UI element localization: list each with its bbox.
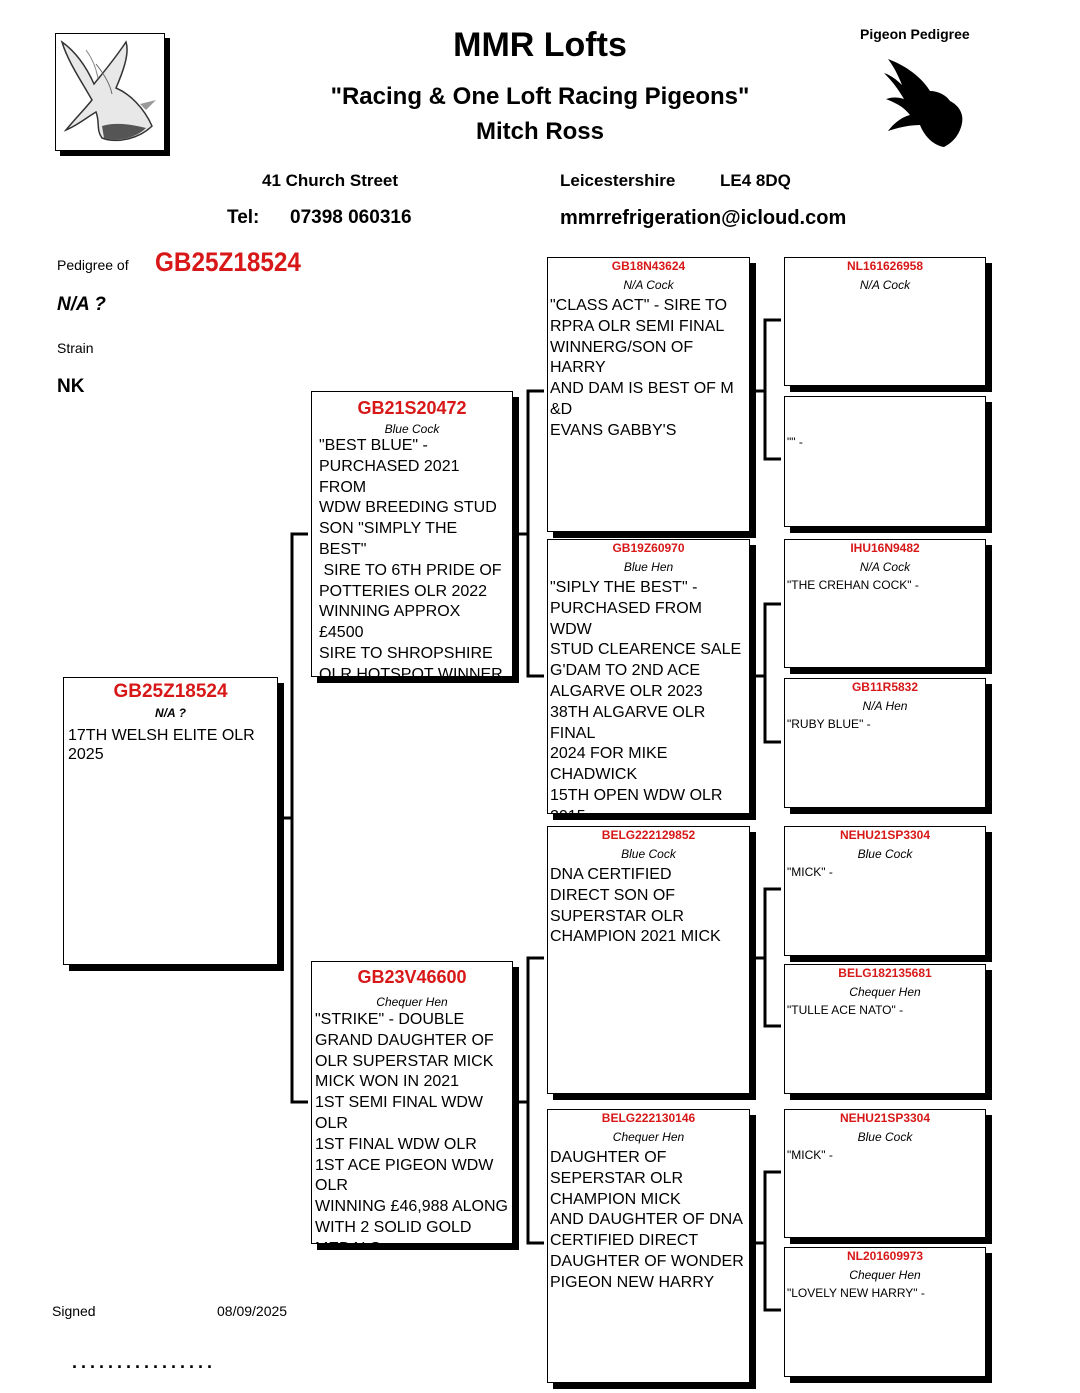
strain-label: Strain <box>57 340 94 356</box>
loft-name: MMR Lofts <box>453 26 627 64</box>
ring-number: BELG182135681 <box>838 966 932 980</box>
ring-number: NL201609973 <box>846 1249 924 1263</box>
ring-number: IHU16N9482 <box>850 541 920 555</box>
bird-card-sire-dam: GB19Z60970 Blue Hen "SIPLY THE BEST" - P… <box>547 539 750 814</box>
bird-notes: 17TH WELSH ELITE OLR 2025 <box>68 727 255 764</box>
bird-card-dam-dam: BELG222130146 Chequer Hen DAUGHTER OF SE… <box>547 1109 750 1383</box>
bird-notes: "MICK" - <box>787 865 833 879</box>
bird-colour: Chequer Hen <box>376 995 448 1009</box>
strain-value: NK <box>57 376 85 397</box>
bird-card-sire-sire-dam: "" - <box>784 396 986 527</box>
postcode: LE4 8DQ <box>720 171 791 190</box>
bird-notes: "TULLE ACE NATO" - <box>787 1003 904 1017</box>
bird-colour: Blue Cock <box>621 847 676 861</box>
white-dove-logo <box>55 33 165 151</box>
ring-number: BELG222129852 <box>601 828 696 842</box>
loft-subtitle: "Racing & One Loft Racing Pigeons" <box>330 83 750 110</box>
bird-notes: "THE CREHAN COCK" - <box>787 578 919 592</box>
bird-card-dam-dam-sire: NEHU21SP3304 Blue Cock "MICK" - <box>784 1109 986 1238</box>
bird-card-sire-sire-sire: NL161626958 N/A Cock <box>784 257 986 386</box>
bird-card-sire-sire: GB18N43624 N/A Cock "CLASS ACT" - SIRE T… <box>547 257 750 532</box>
bird-card-dam-sire-sire: NEHU21SP3304 Blue Cock "MICK" - <box>784 826 986 956</box>
bird-card-main: GB25Z18524 N/A ? 17TH WELSH ELITE OLR 20… <box>63 677 278 965</box>
email: mmrrefrigeration@icloud.com <box>560 207 847 229</box>
bird-notes: "RUBY BLUE" - <box>787 717 871 731</box>
bird-colour: Blue Hen <box>623 560 674 574</box>
bird-notes: "MICK" - <box>787 1148 833 1162</box>
bird-card-sire-dam-sire: IHU16N9482 N/A Cock "THE CREHAN COCK" - <box>784 539 986 668</box>
bird-card-dam-sire: BELG222129852 Blue Cock DNA CERTIFIED DI… <box>547 826 750 1094</box>
bird-notes: "STRIKE" - DOUBLE GRAND DAUGHTER OF OLR … <box>315 1011 508 1243</box>
bird-notes: DAUGHTER OF SEPERSTAR OLR CHAMPION MICK … <box>550 1149 744 1291</box>
tel-label: Tel: <box>227 207 260 228</box>
ring-number: GB25Z18524 <box>113 681 228 702</box>
tel-number: 07398 060316 <box>290 207 412 228</box>
ring-number <box>785 398 985 412</box>
doc-type: Pigeon Pedigree <box>860 26 970 42</box>
ring-number: NEHU21SP3304 <box>839 1111 931 1125</box>
bird-colour: Blue Cock <box>857 1130 913 1144</box>
ring-number: BELG222130146 <box>601 1111 696 1125</box>
bird-notes: "LOVELY NEW HARRY" - <box>787 1286 925 1300</box>
bird-card-dam: GB23V46600 Chequer Hen "STRIKE" - DOUBLE… <box>311 961 513 1244</box>
bird-card-dam-sire-dam: BELG182135681 Chequer Hen "TULLE ACE NAT… <box>784 964 986 1094</box>
address: 41 Church Street <box>262 171 399 190</box>
bird-colour: N/A Cock <box>623 278 674 292</box>
bird-card-sire-dam-dam: GB11R5832 N/A Hen "RUBY BLUE" - <box>784 678 986 808</box>
bird-colour: Blue Cock <box>857 847 913 861</box>
owner-name: Mitch Ross <box>475 118 604 145</box>
signed-date: 08/09/2025 <box>217 1303 288 1319</box>
dove-icon <box>60 40 156 142</box>
bird-colour: N/A Cock <box>859 560 911 574</box>
bird-notes: "" - <box>787 435 803 449</box>
bird-colour: Blue Cock <box>384 422 440 436</box>
bird-notes: DNA CERTIFIED DIRECT SON OF SUPERSTAR OL… <box>550 866 721 946</box>
ring-number: NEHU21SP3304 <box>839 828 931 842</box>
ring-number: GB11R5832 <box>851 680 919 694</box>
bird-notes: "BEST BLUE" - PURCHASED 2021 FROM WDW BR… <box>319 437 503 677</box>
bird-colour <box>785 417 985 431</box>
pedigree-of-label: Pedigree of <box>57 257 129 273</box>
pedigree-name: N/A ? <box>57 294 106 315</box>
signed-label: Signed <box>52 1303 96 1319</box>
bird-colour: N/A Cock <box>859 278 911 292</box>
ring-number: GB21S20472 <box>357 398 467 418</box>
bird-colour: Chequer Hen <box>849 1268 921 1282</box>
bird-colour: Chequer Hen <box>612 1130 685 1144</box>
bird-colour: N/A ? <box>155 706 186 720</box>
signature-line: ................ <box>72 1352 217 1372</box>
bird-notes: "CLASS ACT" - SIRE TO RPRA OLR SEMI FINA… <box>550 297 734 439</box>
ring-number: GB23V46600 <box>357 967 467 987</box>
black-bird-logo <box>880 55 965 150</box>
county: Leicestershire <box>560 171 676 190</box>
bird-colour: N/A Hen <box>862 699 908 713</box>
ring-number: NL161626958 <box>846 259 924 273</box>
bird-card-sire: GB21S20472 Blue Cock "BEST BLUE" - PURCH… <box>311 391 513 677</box>
ring-number: GB18N43624 <box>611 259 686 273</box>
bird-notes <box>785 292 985 296</box>
ring-number: GB19Z60970 <box>612 541 685 555</box>
bird-notes: "SIPLY THE BEST" - PURCHASED FROM WDW ST… <box>550 579 742 813</box>
pedigree-ring: GB25Z18524 <box>155 247 301 277</box>
bird-card-dam-dam-dam: NL201609973 Chequer Hen "LOVELY NEW HARR… <box>784 1247 986 1377</box>
bird-colour: Chequer Hen <box>849 985 921 999</box>
bird-silhouette-icon <box>884 59 963 147</box>
